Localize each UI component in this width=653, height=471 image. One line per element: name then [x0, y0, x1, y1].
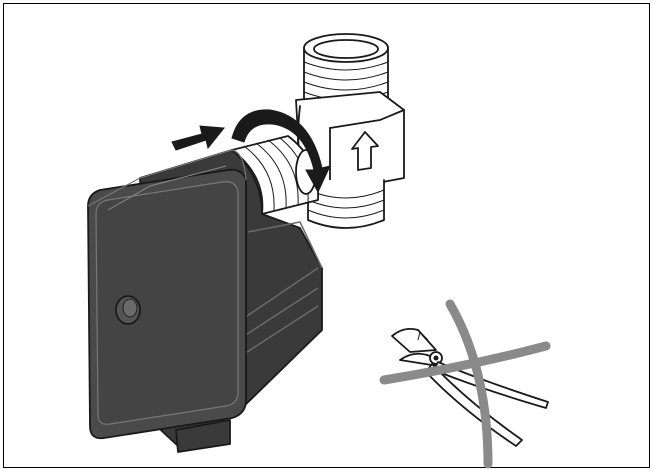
pliers-crossed-out-icon [379, 299, 551, 469]
valve-bottom-port [307, 179, 385, 229]
pliers-icon [391, 327, 549, 447]
actuator [87, 149, 323, 453]
flow-arrow-up-icon [351, 131, 379, 171]
manual-override-knob [115, 295, 141, 325]
prohibition-cross [379, 299, 551, 469]
rotate-clockwise-icon [231, 109, 331, 194]
diagram-frame [3, 3, 650, 468]
valve-body [295, 33, 405, 229]
push-arrow-right-icon [171, 125, 225, 151]
